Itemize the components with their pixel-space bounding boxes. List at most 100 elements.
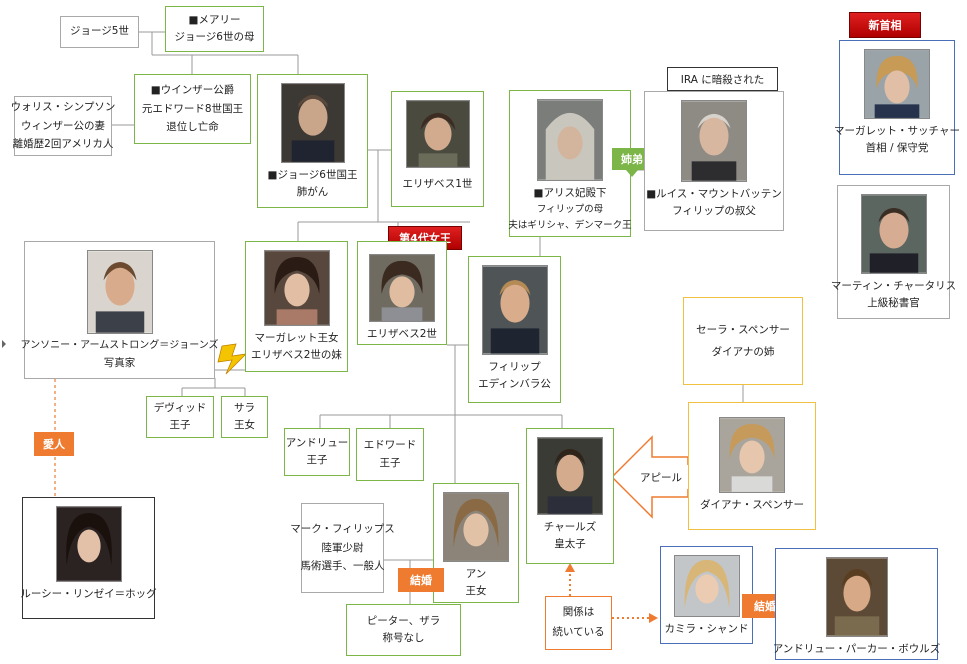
lover-tag: 愛人 <box>34 432 74 456</box>
andrew-title: 王子 <box>306 454 328 466</box>
andrew-name: アンドリュー <box>285 436 349 449</box>
node-elizabeth2: エリザベス2世 <box>357 241 447 345</box>
wallis-name: ウォリス・シンプソン <box>10 101 116 114</box>
charles-portrait <box>537 437 603 515</box>
charteris-name: マーティン・チャータリス <box>830 280 957 292</box>
elizabeth1-portrait <box>405 100 470 168</box>
node-louis: ■ルイス・マウントバッテン フィリップの叔父 <box>644 91 784 231</box>
mark-name: マーク・フィリップス <box>290 522 395 535</box>
louis-note: フィリップの叔父 <box>672 205 756 218</box>
windsor-note1: 元エドワード8世国王 <box>141 102 244 115</box>
sarah-name: サラ <box>234 401 255 414</box>
mary-name: ■メアリー <box>188 13 241 26</box>
appeal-label: アピール <box>634 465 688 489</box>
node-armstrong: アンソニー・アームストロング＝ジョーンズ 写真家 <box>21 241 219 379</box>
mary-note: ジョージ6世の母 <box>174 31 255 43</box>
node-thatcher: マーガレット・サッチャー 首相 / 保守党 <box>834 40 960 175</box>
siblings-tag-pointer <box>626 170 638 177</box>
node-camilla: カミラ・シャンド <box>660 546 753 644</box>
node-windsor: ■ウインザー公爵 元エドワード8世国王 退位し亡命 <box>134 74 251 144</box>
david-title: 王子 <box>169 419 191 431</box>
lucy-name: ルーシー・リンゼイ＝ホッグ <box>20 588 157 600</box>
edward-title: 王子 <box>379 456 401 469</box>
lightning-icon <box>217 343 248 375</box>
sarah-spencer-note: ダイアナの姉 <box>711 346 775 358</box>
node-mark: マーク・フィリップス 陸軍少尉 馬術選手、一般人 <box>290 503 395 593</box>
margaret-note: エリザベス2世の妹 <box>251 349 342 362</box>
relation-callout: 関係は 続いている <box>545 596 612 650</box>
alice-name: ■アリス妃殿下 <box>533 187 607 199</box>
relation-line1: 関係は <box>562 606 595 619</box>
george5-name: ジョージ5世 <box>70 25 129 38</box>
node-lucy: ルーシー・リンゼイ＝ホッグ <box>20 497 157 619</box>
sarah-spencer-name: セーラ・スペンサー <box>696 323 790 336</box>
wallis-note1: ウィンザー公の妻 <box>21 119 105 132</box>
charteris-portrait <box>860 194 927 274</box>
armstrong-portrait <box>86 250 153 334</box>
node-parker-bowles: アンドリュー・パーカー・ボウルズ <box>772 548 941 660</box>
elizabeth2-name: エリザベス2世 <box>367 328 437 340</box>
wallis-note2: 離婚歴2回アメリカ人 <box>12 138 114 151</box>
node-sarah-spencer: セーラ・スペンサー ダイアナの姉 <box>683 297 803 385</box>
node-mary: ■メアリー ジョージ6世の母 <box>165 6 264 52</box>
camilla-portrait <box>673 555 740 617</box>
armstrong-name: アンソニー・アームストロング＝ジョーンズ <box>20 340 219 351</box>
node-peter-zara: ピーター、ザラ 称号なし <box>346 604 461 656</box>
mark-note1: 陸軍少尉 <box>321 541 364 554</box>
node-sarah: サラ 王女 <box>221 396 268 438</box>
edward-name: エドワード <box>363 439 417 452</box>
node-charles: チャールズ 皇太子 <box>526 428 614 564</box>
elizabeth1-name: エリザベス1世 <box>402 178 473 190</box>
node-anne: アン 王女 <box>433 483 519 603</box>
david-name: デヴィッド <box>153 401 207 414</box>
node-edward: エドワード 王子 <box>356 428 424 481</box>
anne-title: 王女 <box>465 585 487 598</box>
alice-portrait <box>537 99 603 181</box>
parker-bowles-portrait <box>825 557 888 637</box>
peter-zara-name: ピーター、ザラ <box>366 614 441 627</box>
thatcher-portrait <box>864 49 930 119</box>
node-margaret: マーガレット王女 エリザベス2世の妹 <box>245 241 348 372</box>
thatcher-name: マーガレット・サッチャー <box>834 125 960 137</box>
siblings-tag: 姉弟 <box>612 148 652 170</box>
peter-zara-note: 称号なし <box>382 632 425 644</box>
node-charteris: マーティン・チャータリス 上級秘書官 <box>831 185 956 319</box>
new-pm-tag: 新首相 <box>849 12 921 38</box>
sarah-title: 王女 <box>234 419 255 431</box>
george6-note: 肺がん <box>296 186 329 199</box>
charteris-note: 上級秘書官 <box>867 297 920 310</box>
lucy-portrait <box>55 506 122 582</box>
anne-name: アン <box>465 568 487 580</box>
george6-portrait <box>280 83 345 163</box>
diana-portrait <box>719 417 785 493</box>
relation-line2: 続いている <box>552 626 605 638</box>
node-andrew: アンドリュー 王子 <box>284 428 350 476</box>
alice-note1: フィリップの母 <box>536 204 604 216</box>
philip-portrait <box>481 265 548 355</box>
camilla-name: カミラ・シャンド <box>664 623 749 635</box>
alice-note2: 夫はギリシャ、デンマーク王 <box>508 219 632 231</box>
elizabeth2-portrait <box>369 254 435 322</box>
philip-name: フィリップ <box>488 361 541 373</box>
charles-title: 皇太子 <box>554 538 586 551</box>
anne-portrait <box>443 492 509 562</box>
armstrong-note: 写真家 <box>103 356 136 369</box>
node-george5: ジョージ5世 <box>60 16 139 48</box>
louis-name: ■ルイス・マウントバッテン <box>646 188 782 200</box>
george6-name: ■ジョージ6世国王 <box>267 169 358 181</box>
charles-name: チャールズ <box>543 521 597 533</box>
node-george6: ■ジョージ6世国王 肺がん <box>257 74 368 208</box>
node-diana: ダイアナ・スペンサー <box>688 402 816 530</box>
assassinated-callout: IRA に暗殺された <box>667 67 778 91</box>
node-philip: フィリップ エディンバラ公 <box>468 256 561 403</box>
windsor-name: ■ウインザー公爵 <box>150 84 235 97</box>
mark-note2: 馬術選手、一般人 <box>300 560 385 573</box>
node-alice: ■アリス妃殿下 フィリップの母 夫はギリシャ、デンマーク王 <box>508 90 632 237</box>
margaret-name: マーガレット王女 <box>254 332 339 344</box>
parker-bowles-name: アンドリュー・パーカー・ボウルズ <box>772 643 941 655</box>
marriage-anne-tag: 結婚 <box>398 568 444 592</box>
margaret-portrait <box>263 250 330 326</box>
node-david: デヴィッド 王子 <box>146 396 214 438</box>
windsor-note2: 退位し亡命 <box>166 121 219 134</box>
node-elizabeth1: エリザベス1世 <box>391 91 484 207</box>
